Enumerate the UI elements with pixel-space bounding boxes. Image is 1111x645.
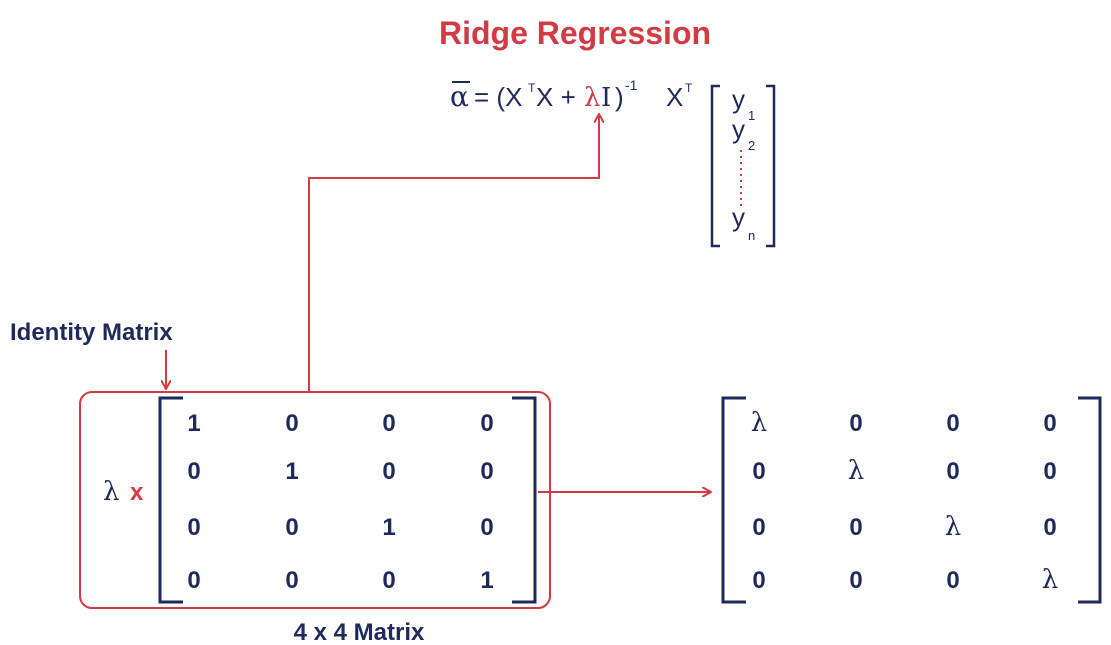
formula-x-plus: X + [536, 82, 576, 112]
identity-cell-r4-c2: 0 [285, 567, 298, 594]
connector-to-formula-arrow [308, 115, 599, 392]
result-cell-r1-c3: 0 [946, 410, 959, 437]
identity-matrix-label: Identity Matrix [10, 319, 173, 346]
identity-cell-r1-c3: 0 [382, 410, 395, 437]
result-cell-r2-c4: 0 [1043, 458, 1056, 485]
formula-xt-sup: T [685, 81, 693, 95]
formula-inverse-exp: -1 [625, 77, 638, 93]
y-vector: y 1 y 2 y n [710, 84, 776, 248]
scalar-times: x [130, 479, 144, 506]
result-cell-r4-c4: λ [1042, 565, 1058, 595]
scaled-identity-box [79, 391, 551, 609]
result-cell-r3-c3: λ [945, 512, 961, 542]
result-cell-r2-c2: λ [848, 456, 864, 486]
result-cell-r4-c3: 0 [946, 567, 959, 594]
formula-equals-open: = (X [474, 82, 522, 112]
identity-cell-r2-c4: 0 [480, 458, 493, 485]
result-cell-r4-c1: 0 [752, 567, 765, 594]
identity-cell-r3-c3: 1 [382, 514, 395, 541]
y2-subscript: 2 [748, 138, 755, 153]
scalar-lambda: λ [103, 477, 119, 507]
alpha-symbol: α [450, 80, 469, 113]
ridge-formula: α = (X T X + λ I ) -1 X T [450, 77, 693, 113]
identity-cell-r3-c1: 0 [187, 514, 200, 541]
identity-cell-r2-c1: 0 [187, 458, 200, 485]
identity-cell-r1-c4: 0 [480, 410, 493, 437]
result-cell-r1-c2: 0 [849, 410, 862, 437]
result-cell-r1-c4: 0 [1043, 410, 1056, 437]
yn-label: y [732, 202, 745, 232]
result-cell-r3-c1: 0 [752, 514, 765, 541]
result-right-bracket [1078, 396, 1102, 604]
identity-cell-r4-c1: 0 [187, 567, 200, 594]
identity-cell-r3-c2: 0 [285, 514, 298, 541]
result-cell-r2-c3: 0 [946, 458, 959, 485]
identity-cell-r2-c2: 1 [285, 458, 298, 485]
matrix-size-caption: 4 x 4 Matrix [294, 619, 425, 645]
result-cell-r1-c1: λ [751, 408, 767, 438]
formula-identity-symbol: I [601, 83, 611, 113]
identity-cell-r4-c3: 0 [382, 567, 395, 594]
identity-left-bracket [158, 396, 183, 604]
formula-xt: X [666, 82, 683, 112]
lambda-identity-matrix: λ 0 0 0 0 λ 0 0 0 0 λ 0 0 0 0 λ [751, 408, 1058, 595]
identity-cell-r4-c4: 1 [480, 567, 493, 594]
y2-label: y [732, 114, 745, 144]
result-cell-r3-c2: 0 [849, 514, 862, 541]
formula-close-paren: ) [615, 82, 624, 112]
y-vector-right-bracket [766, 84, 776, 248]
identity-right-bracket [512, 396, 537, 604]
identity-cell-r2-c3: 0 [382, 458, 395, 485]
yn-subscript: n [748, 228, 755, 243]
identity-cell-r1-c2: 0 [285, 410, 298, 437]
y1-subscript: 1 [748, 108, 755, 123]
result-left-bracket [721, 396, 746, 604]
result-cell-r3-c4: 0 [1043, 514, 1056, 541]
identity-cell-r3-c4: 0 [480, 514, 493, 541]
diagram-title: Ridge Regression [439, 15, 711, 51]
identity-cell-r1-c1: 1 [187, 410, 200, 437]
result-cell-r2-c1: 0 [752, 458, 765, 485]
y-vector-left-bracket [710, 84, 720, 248]
identity-matrix: 1 0 0 0 0 1 0 0 0 0 1 0 0 0 0 1 [187, 410, 493, 594]
y1-label: y [732, 84, 745, 114]
result-cell-r4-c2: 0 [849, 567, 862, 594]
formula-lambda: λ [584, 83, 600, 113]
formula-transpose-sup: T [528, 81, 536, 95]
